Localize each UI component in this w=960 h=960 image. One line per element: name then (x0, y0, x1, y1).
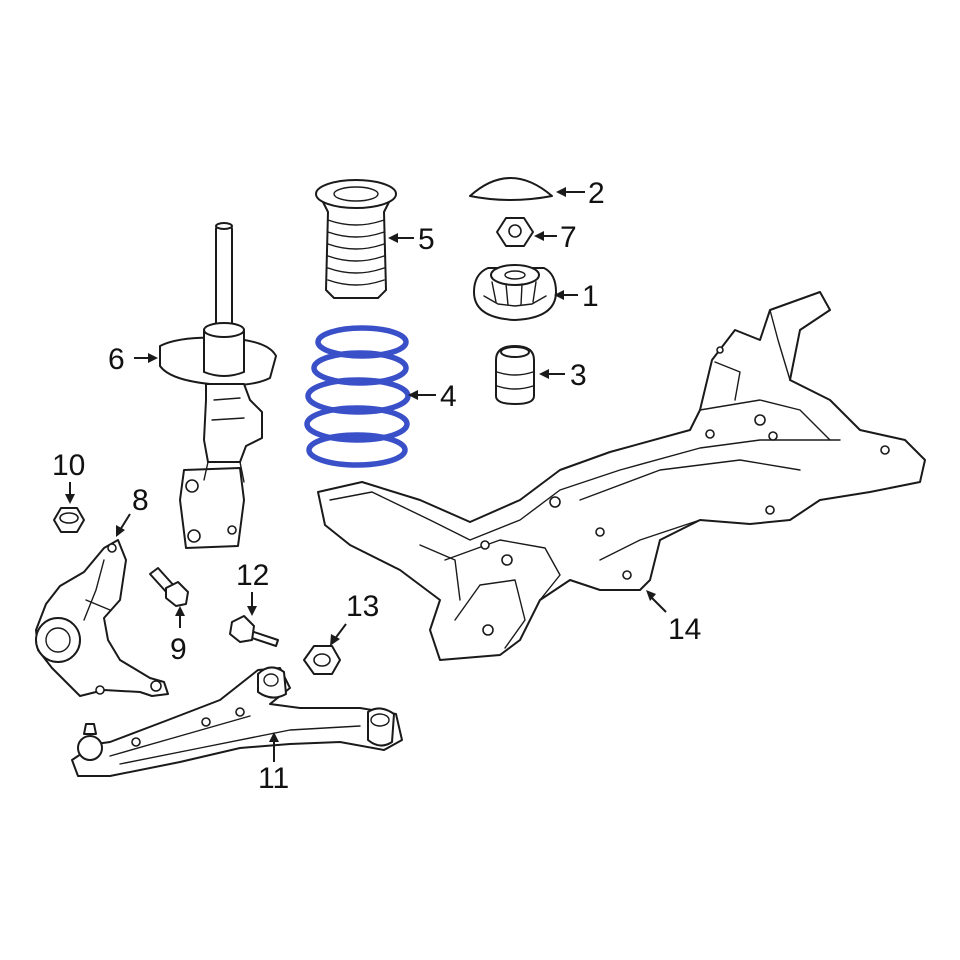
knuckle-nut[interactable] (53, 507, 85, 533)
callout-label: 4 (440, 380, 457, 413)
callout-8: 8 (116, 484, 149, 537)
steering-knuckle[interactable] (35, 539, 169, 697)
subframe-bolt-hole (482, 624, 494, 636)
callout-14: 14 (646, 590, 701, 646)
callout-2: 2 (556, 177, 605, 210)
callout-12: 12 (236, 559, 269, 616)
callout-label: 11 (258, 762, 289, 795)
strut-mount-nut[interactable] (496, 217, 534, 247)
dust-cap[interactable] (469, 177, 553, 201)
callout-13: 13 (330, 590, 379, 646)
bump-stop[interactable] (495, 345, 535, 405)
subframe-bolt-hole (754, 414, 766, 426)
callout-label: 3 (570, 359, 587, 392)
callout-4: 4 (408, 380, 457, 413)
control-arm-nut[interactable] (303, 645, 341, 675)
subframe-bolt-hole (595, 527, 605, 537)
subframe-bolt-hole (549, 496, 561, 508)
callout-9: 9 (170, 606, 187, 666)
callout-label: 12 (236, 559, 269, 592)
coil-turn (311, 350, 409, 386)
callout-7: 7 (534, 221, 577, 254)
callout-5: 5 (388, 223, 435, 256)
callout-label: 9 (170, 633, 187, 666)
callout-10: 10 (52, 449, 85, 504)
callout-label: 7 (560, 221, 577, 254)
control-arm-bolt[interactable] (229, 615, 279, 647)
coil-turn (305, 377, 411, 415)
subframe-bolt-hole (501, 554, 513, 566)
dust-boot[interactable] (315, 179, 397, 299)
subframe-bolt-hole (768, 431, 778, 441)
callout-label: 2 (588, 177, 605, 210)
upper-strut-mount[interactable] (473, 264, 557, 321)
callout-1: 1 (554, 280, 599, 313)
subframe-bolt-hole (480, 540, 490, 550)
subframe-bolt-hole (622, 570, 632, 580)
coil-turn (304, 405, 410, 443)
coil-spring[interactable] (304, 325, 411, 468)
callout-3: 3 (539, 359, 587, 392)
subframe-bolt-hole (716, 346, 724, 354)
callout-label: 8 (132, 484, 149, 517)
callout-label: 1 (582, 280, 599, 313)
strut-assembly[interactable] (159, 222, 277, 549)
coil-turn (315, 325, 409, 359)
subframe-bolt-hole (705, 429, 715, 439)
callout-label: 13 (346, 590, 379, 623)
callout-label: 10 (52, 449, 85, 482)
lower-control-arm[interactable] (71, 666, 403, 777)
callout-label: 14 (668, 613, 701, 646)
knuckle-bolt[interactable] (149, 567, 189, 607)
callout-label: 5 (418, 223, 435, 256)
coil-turn (306, 432, 408, 468)
callout-label: 6 (108, 343, 125, 376)
subframe-crossmember[interactable] (317, 291, 926, 661)
callout-6: 6 (108, 343, 158, 376)
subframe-bolt-hole (880, 445, 890, 455)
callout-11: 11 (258, 732, 289, 795)
subframe-bolt-hole (765, 505, 775, 515)
